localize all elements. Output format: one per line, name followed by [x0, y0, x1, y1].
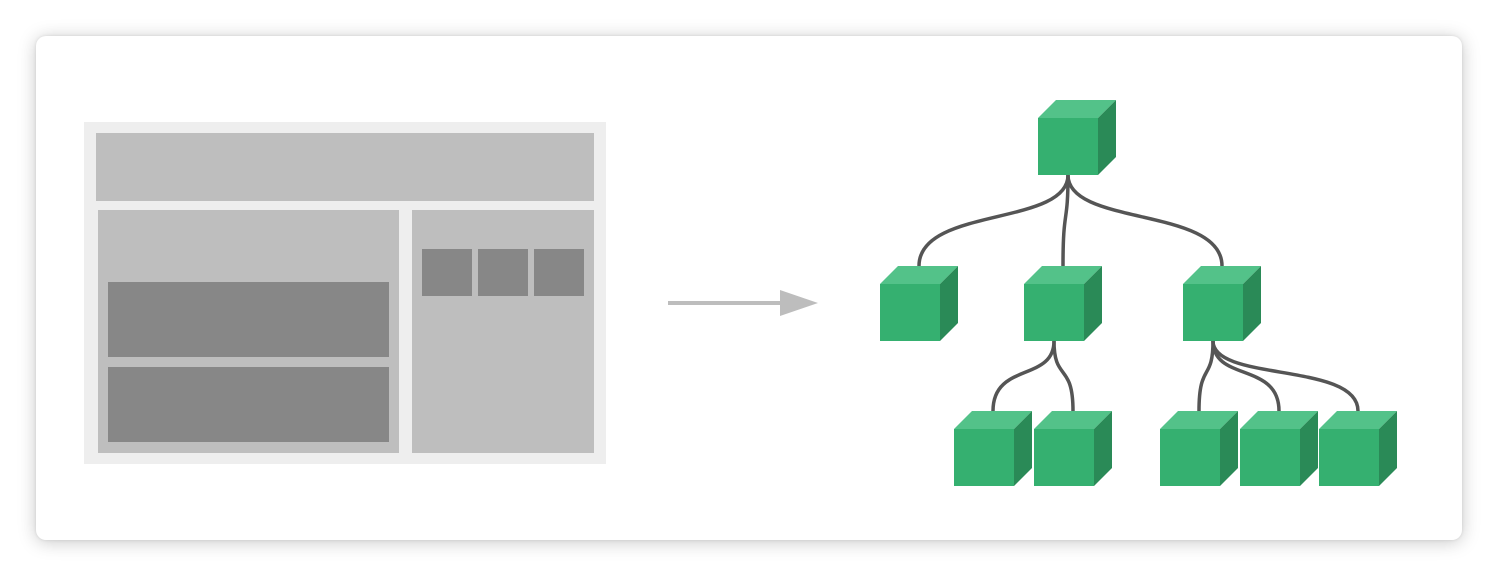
- tree-connector: [917, 173, 1070, 268]
- tree-connector: [1197, 339, 1215, 413]
- tree-connector: [1061, 173, 1070, 268]
- tree-node: [1183, 266, 1261, 341]
- wireframe-aside-item-2: [478, 249, 528, 296]
- tree-node: [1240, 411, 1318, 486]
- tree-node: [1319, 411, 1397, 486]
- tree-connector: [1066, 173, 1224, 268]
- tree-connectors: [917, 173, 1360, 413]
- tree-nodes: [880, 100, 1397, 486]
- tree-connector: [1211, 339, 1360, 413]
- tree-connector: [1211, 339, 1281, 413]
- tree-node-root: [1038, 100, 1116, 175]
- wireframe-aside-item-1: [422, 249, 472, 296]
- arrow-right-icon: [668, 290, 818, 316]
- tree-node: [880, 266, 958, 341]
- tree-node: [954, 411, 1032, 486]
- wireframe-aside-item-3: [534, 249, 584, 296]
- tree-node: [1160, 411, 1238, 486]
- tree-node: [1024, 266, 1102, 341]
- tree-node: [1034, 411, 1112, 486]
- tree-connector: [991, 339, 1056, 413]
- wireframe-header: [96, 133, 594, 201]
- wireframe-main-article-1: [108, 282, 389, 357]
- wireframe-main-article-2: [108, 367, 389, 442]
- tree-connector: [1052, 339, 1075, 413]
